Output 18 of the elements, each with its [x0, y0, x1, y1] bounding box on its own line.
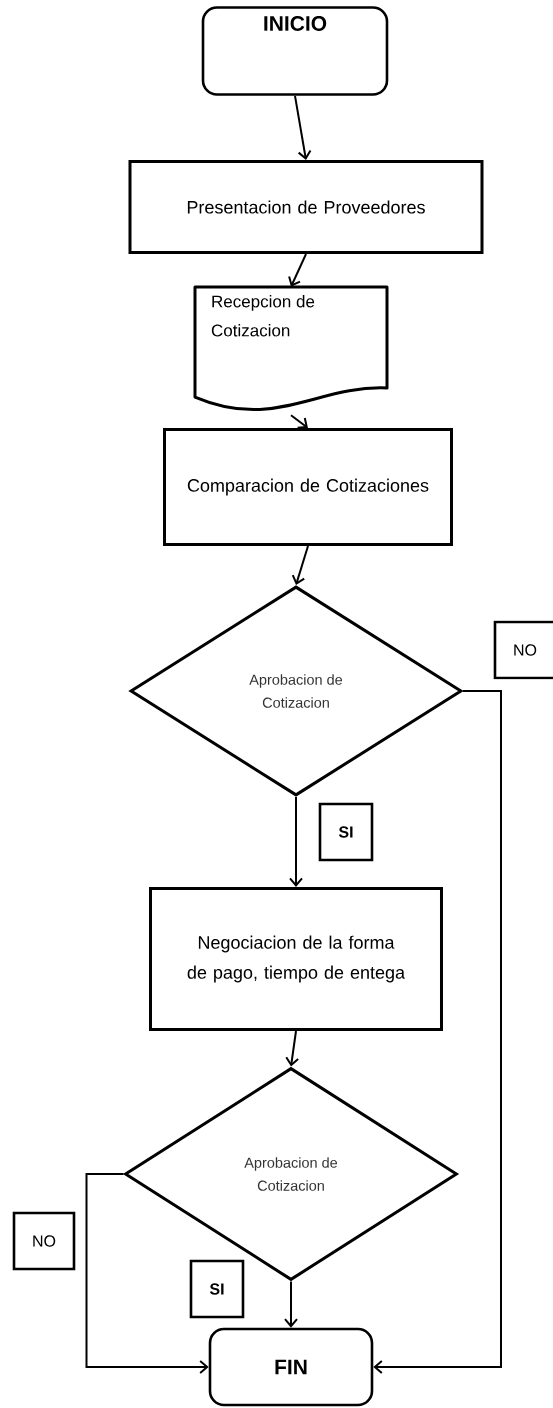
terminal-box: INICIO [201, 6, 389, 96]
arrow [294, 94, 312, 160]
arrow [85, 1173, 209, 1374]
process-box: Presentacion de Proveedores [128, 160, 484, 254]
process-box: Comparacion de Cotizaciones [163, 428, 453, 546]
edge-label: SI [318, 802, 374, 862]
arrow [289, 796, 303, 887]
edge-label: NO [493, 620, 553, 680]
arrow [285, 1030, 300, 1067]
process-box: Negociacion de la forma de pago, tiempo de entega [149, 887, 443, 1031]
arrow [291, 545, 309, 585]
edge-label: SI [189, 1259, 245, 1319]
arrow [373, 690, 502, 1374]
arrow [288, 253, 307, 287]
arrow [284, 1280, 298, 1328]
edge-label: NO [12, 1211, 76, 1271]
arrow [290, 414, 308, 429]
terminal-box: FIN [208, 1327, 374, 1407]
